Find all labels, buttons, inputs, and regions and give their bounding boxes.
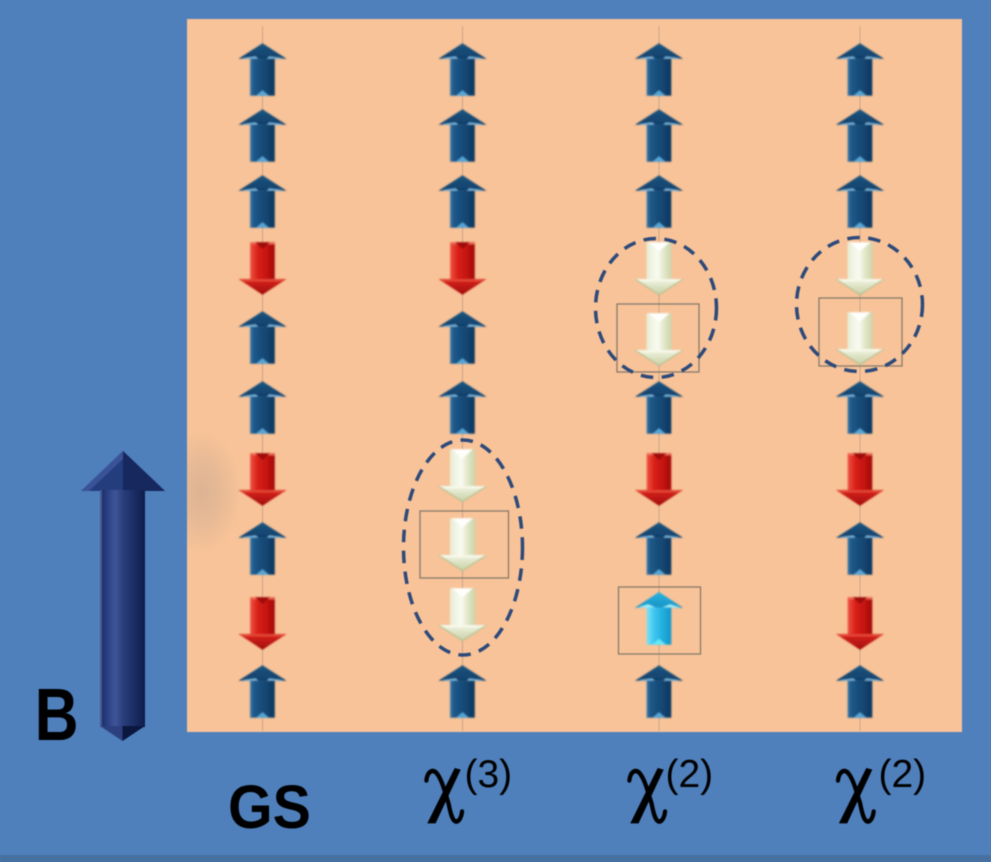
svg-text:B: B <box>35 674 79 756</box>
svg-text:(3): (3) <box>465 753 513 796</box>
svg-text:(2): (2) <box>666 753 714 796</box>
svg-text:(2): (2) <box>879 753 927 796</box>
svg-text:GS: GS <box>228 772 311 841</box>
